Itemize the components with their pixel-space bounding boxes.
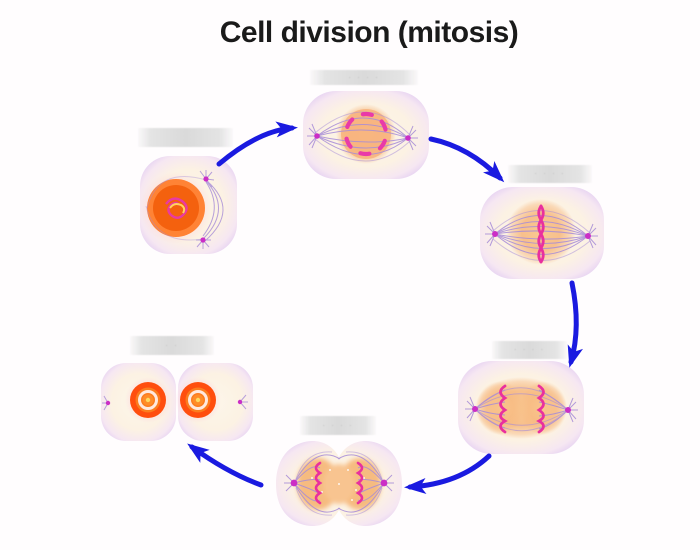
- centrosome-dot: [492, 231, 498, 237]
- centrosome-dot: [237, 399, 243, 405]
- centrosome-dot: [565, 407, 571, 413]
- cycle-arrows: [187, 121, 584, 495]
- cell-daughter-cells: [101, 363, 253, 441]
- aligned-chromosomes: [537, 204, 545, 264]
- cell-telophase: [276, 440, 402, 527]
- blank-dots: · · · ·: [513, 345, 546, 354]
- spindle-fibers: [465, 387, 578, 432]
- spindle-fibers: [145, 170, 224, 249]
- arrow-metaphase-to-anaphase: [567, 280, 584, 368]
- cell-metaphase: [480, 187, 604, 279]
- cell-prophase: [303, 91, 429, 179]
- chromatin-swirl: [165, 197, 188, 219]
- page-title: Cell division (mitosis): [219, 16, 519, 49]
- decondensing-chromosomes: [314, 461, 364, 505]
- answer-blank-6[interactable]: · ·: [130, 336, 214, 355]
- nucleus: [341, 109, 391, 159]
- blank-dots: · ·: [165, 340, 179, 350]
- daughter-nucleus: [175, 377, 221, 423]
- separating-chromosomes: [499, 384, 545, 434]
- centrosome-dot: [314, 133, 320, 139]
- cell-anaphase: [458, 361, 584, 454]
- answer-blank-2[interactable]: · · · ·: [310, 70, 418, 85]
- centrosome-dot: [405, 135, 411, 141]
- condensed-chromosomes: [343, 111, 389, 157]
- spindle-fibers: [485, 210, 598, 261]
- arrow-interphase-to-prophase: [216, 121, 298, 167]
- nucleus-inner: [153, 185, 199, 231]
- centrosome-dot: [203, 176, 209, 182]
- blank-dots: · · · ·: [348, 72, 380, 82]
- centrosome-dot: [380, 479, 388, 487]
- blank-dots: · · · ·: [322, 420, 354, 430]
- centrosome-dot: [472, 406, 478, 412]
- daughter-nucleus: [125, 377, 171, 423]
- centrosome-dot: [585, 233, 591, 239]
- answer-blank-3[interactable]: · · · ·: [508, 165, 592, 183]
- cell-interphase: [140, 156, 237, 254]
- blank-dots: · · · ·: [534, 169, 566, 178]
- answer-blank-4[interactable]: · · · ·: [492, 341, 567, 359]
- arrow-prophase-to-metaphase: [428, 136, 505, 183]
- centrosome-dot: [105, 400, 111, 406]
- answer-blank-5[interactable]: · · · ·: [300, 416, 376, 435]
- arrow-anaphase-to-telophase: [404, 453, 492, 495]
- centrosome-dot: [200, 237, 206, 243]
- answer-blank-1[interactable]: [138, 128, 233, 147]
- centrosome-dot: [290, 479, 298, 487]
- arrow-telophase-to-daughters: [187, 443, 264, 488]
